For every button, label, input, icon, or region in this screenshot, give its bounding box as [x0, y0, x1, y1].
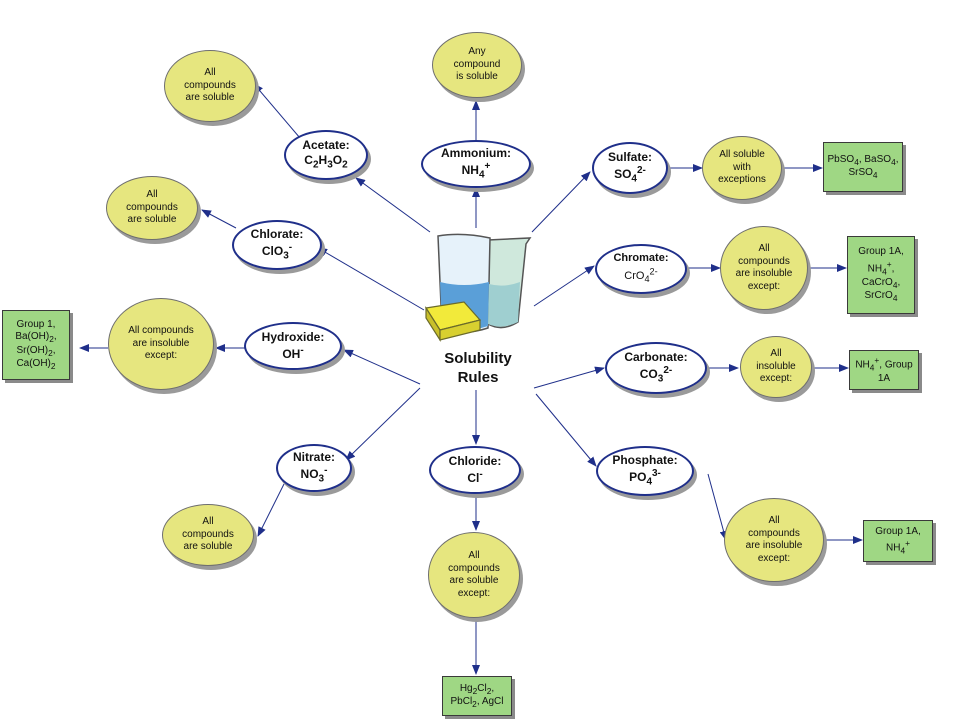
- center-title: Solubility Rules: [444, 350, 512, 386]
- exception-phosphate-text: Group 1A,NH4+: [875, 525, 921, 556]
- ion-nitrate[interactable]: Nitrate:NO3-: [276, 444, 352, 492]
- exception-chromate-text: Group 1A,NH4+,CaCrO4,SrCrO4: [858, 246, 904, 304]
- ion-chromate-formula: CrO42-: [624, 266, 658, 285]
- rule-chloride[interactable]: All compounds are soluble except:: [428, 532, 520, 618]
- exception-chloride-text: Hg2Cl2,PbCl2, AgCl: [450, 682, 504, 709]
- ion-chlorate-name: Chlorate:: [250, 227, 304, 242]
- ion-sulfate-formula: SO42-: [614, 165, 646, 185]
- ion-chlorate[interactable]: Chlorate:ClO3-: [232, 220, 322, 270]
- link-phosphate-rule: [707, 473, 728, 541]
- ion-phosphate-name: Phosphate:: [612, 453, 678, 468]
- rule-chromate[interactable]: All compounds are insoluble except:: [720, 226, 808, 310]
- exception-hydroxide-text: Group 1,Ba(OH)2,Sr(OH)2,Ca(OH)2: [15, 318, 57, 371]
- ion-chloride-name: Chloride:: [448, 454, 502, 468]
- link-center-hydroxide: [343, 349, 421, 385]
- ion-acetate[interactable]: Acetate:C2H3O2: [284, 130, 368, 180]
- ion-sulfate[interactable]: Sulfate:SO42-: [592, 142, 668, 194]
- rule-acetate[interactable]: All compounds are soluble: [164, 50, 256, 122]
- link-center-acetate: [355, 177, 431, 233]
- rule-phosphate[interactable]: All compounds are insoluble except:: [724, 498, 824, 582]
- ion-nitrate-name: Nitrate:: [292, 450, 335, 465]
- exception-sulfate-text: PbSO4, BaSO4,SrSO4: [827, 153, 899, 180]
- exception-chloride[interactable]: Hg2Cl2,PbCl2, AgCl: [442, 676, 512, 716]
- ion-carbonate-formula: CO32-: [639, 365, 673, 385]
- ion-ammonium-formula: NH4+: [461, 161, 491, 181]
- link-nitrate-rule: [257, 483, 285, 537]
- ion-phosphate[interactable]: Phosphate:PO43-: [596, 446, 694, 496]
- ion-nitrate-formula: NO3-: [300, 465, 328, 485]
- ion-ammonium-name: Ammonium:: [441, 146, 511, 161]
- exception-sulfate[interactable]: PbSO4, BaSO4,SrSO4: [823, 142, 903, 192]
- link-center-carbonate: [533, 366, 605, 389]
- exception-hydroxide[interactable]: Group 1,Ba(OH)2,Sr(OH)2,Ca(OH)2: [2, 310, 70, 380]
- link-center-phosphate: [535, 393, 597, 467]
- exception-phosphate[interactable]: Group 1A,NH4+: [863, 520, 933, 562]
- beaker-cylinder-sponge-icon: [425, 233, 532, 343]
- ion-chromate-name: Chromate:: [613, 252, 669, 265]
- link-acetate-rule: [253, 83, 301, 139]
- rule-hydroxide[interactable]: All compounds are insoluble except:: [108, 298, 214, 390]
- rule-chlorate[interactable]: All compounds are soluble: [106, 176, 198, 240]
- link-chlorate-rule: [201, 209, 237, 229]
- rule-carbonate[interactable]: All insoluble except:: [740, 336, 812, 398]
- ion-ammonium[interactable]: Ammonium:NH4+: [421, 140, 531, 188]
- ion-acetate-formula: C2H3O2: [304, 153, 348, 171]
- ion-hydroxide-formula: OH-: [282, 345, 304, 361]
- rule-sulfate[interactable]: All soluble with exceptions: [702, 136, 782, 200]
- link-center-chlorate: [317, 247, 425, 311]
- ion-phosphate-formula: PO43-: [629, 468, 661, 488]
- exception-chromate[interactable]: Group 1A,NH4+,CaCrO4,SrCrO4: [847, 236, 915, 314]
- link-center-nitrate: [345, 387, 421, 461]
- link-center-sulfate: [531, 171, 591, 233]
- ion-chloride[interactable]: Chloride:Cl-: [429, 446, 521, 494]
- ion-hydroxide[interactable]: Hydroxide:OH-: [244, 322, 342, 370]
- ion-hydroxide-name: Hydroxide:: [261, 330, 325, 344]
- ion-chlorate-formula: ClO3-: [261, 242, 293, 262]
- ion-chloride-formula: Cl-: [467, 469, 483, 485]
- ion-chromate[interactable]: Chromate:CrO42-: [595, 244, 687, 294]
- ion-acetate-name: Acetate:: [302, 138, 350, 153]
- link-center-chromate: [533, 265, 595, 307]
- ion-carbonate-name: Carbonate:: [624, 350, 688, 365]
- ion-sulfate-name: Sulfate:: [607, 150, 652, 165]
- rule-ammonium[interactable]: Any compound is soluble: [432, 32, 522, 98]
- rule-nitrate[interactable]: All compounds are soluble: [162, 504, 254, 566]
- ion-carbonate[interactable]: Carbonate:CO32-: [605, 342, 707, 394]
